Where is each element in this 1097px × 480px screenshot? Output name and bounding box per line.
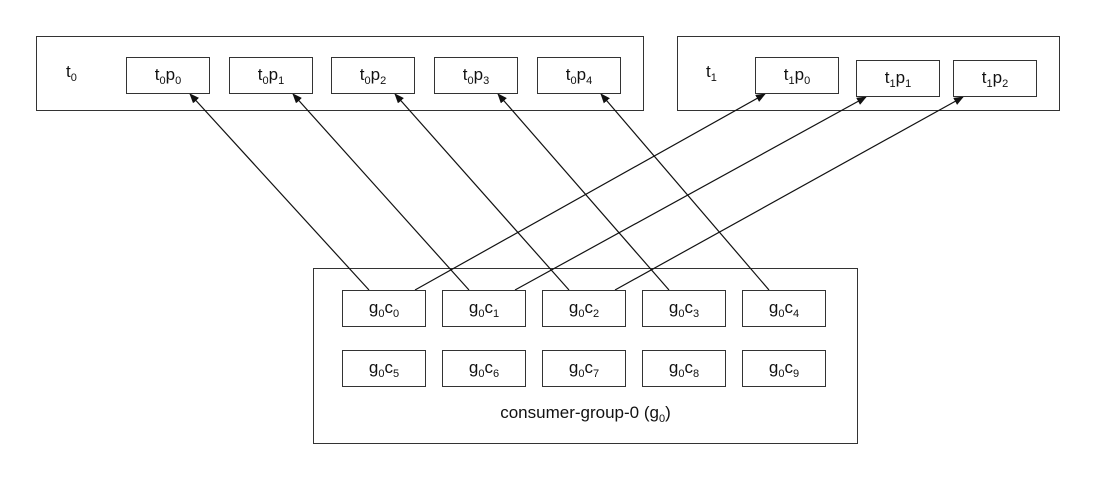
topic-t0-label: t0 (66, 62, 77, 84)
arrow-g0c1-to-t1p1 (514, 96, 867, 291)
consumer-g0c6: g0c6 (442, 350, 526, 387)
consumer-g0c0: g0c0 (342, 290, 426, 327)
consumer-g0c5: g0c5 (342, 350, 426, 387)
partition-t0p1: t0p1 (229, 57, 313, 94)
arrow-g0c4-to-t0p4 (600, 93, 770, 291)
consumer-g0c9: g0c9 (742, 350, 826, 387)
consumer-g0c4: g0c4 (742, 290, 826, 327)
arrow-g0c0-to-t0p0 (189, 93, 370, 291)
partition-t0p3: t0p3 (434, 57, 518, 94)
partition-t0p4: t0p4 (537, 57, 621, 94)
arrow-g0c2-to-t1p2 (614, 96, 964, 291)
consumer-g0c8: g0c8 (642, 350, 726, 387)
arrow-g0c3-to-t0p3 (497, 93, 670, 291)
consumer-group-label: consumer-group-0 (g0) (500, 403, 671, 425)
consumer-g0c2: g0c2 (542, 290, 626, 327)
arrow-g0c2-to-t0p2 (394, 93, 570, 291)
partition-t0p0: t0p0 (126, 57, 210, 94)
partition-t1p0: t1p0 (755, 57, 839, 94)
consumer-g0c3: g0c3 (642, 290, 726, 327)
arrow-g0c1-to-t0p1 (292, 93, 470, 291)
consumer-g0c7: g0c7 (542, 350, 626, 387)
arrow-g0c0-to-t1p0 (414, 93, 766, 291)
topic-t1-label: t1 (706, 62, 717, 84)
partition-t0p2: t0p2 (331, 57, 415, 94)
partition-t1p2: t1p2 (953, 60, 1037, 97)
consumer-g0c1: g0c1 (442, 290, 526, 327)
partition-t1p1: t1p1 (856, 60, 940, 97)
